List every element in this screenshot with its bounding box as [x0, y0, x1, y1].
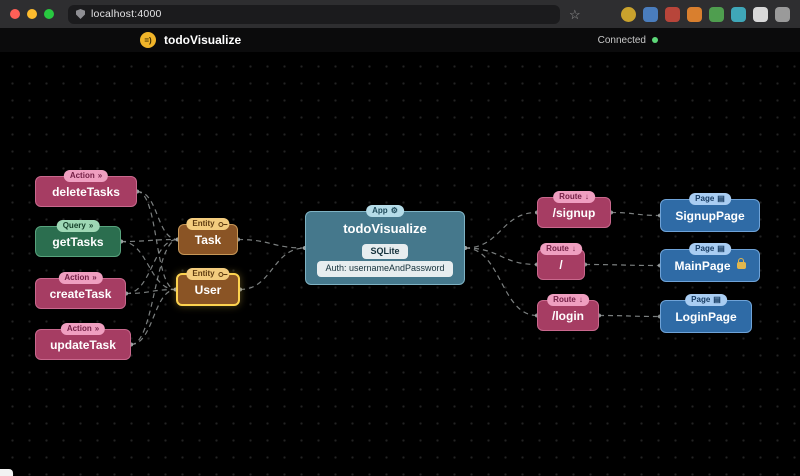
badge-label: Page [695, 194, 715, 203]
app-badge: App ⚙ [366, 205, 404, 218]
key-icon [218, 271, 228, 277]
graph-canvas[interactable]: Action » deleteTasks Query » getTasks Ac… [0, 52, 800, 476]
node-label: MainPage [674, 258, 731, 273]
book-icon: ▤ [717, 244, 725, 254]
lock-icon [736, 258, 746, 269]
badge-label: Action [66, 324, 92, 333]
status-bubble [0, 469, 13, 476]
action-node-deleteTasks[interactable]: Action » deleteTasks [35, 170, 137, 207]
route-badge: Route ↓ [547, 294, 589, 307]
node-label: /login [552, 308, 584, 323]
action-node-updateTask[interactable]: Action » updateTask [35, 323, 131, 360]
arrow-down-icon: ↓ [578, 295, 583, 305]
reading-list-icon[interactable] [753, 6, 768, 22]
extension-icon-yellow[interactable] [621, 6, 636, 22]
side-panel-icon[interactable] [775, 6, 790, 22]
badge-label: Entity [192, 219, 215, 228]
badge-label: Route [553, 295, 576, 304]
node-label: User [194, 282, 222, 297]
site-info-icon[interactable] [76, 9, 85, 19]
app-header: =) todoVisualize Connected [0, 28, 800, 52]
badge-label: Query [62, 221, 86, 230]
entity-node-task[interactable]: Entity Task [178, 218, 238, 255]
route-node-login[interactable]: Route ↓ /login [537, 294, 599, 331]
app-node[interactable]: App ⚙ todoVisualize SQLite Auth: usernam… [305, 205, 465, 285]
page-badge: Page ▤ [689, 193, 731, 206]
extension-icon-orange[interactable] [687, 6, 702, 22]
close-window-button[interactable] [10, 9, 20, 19]
node-label: / [559, 257, 563, 272]
action-badge: Action » [63, 170, 109, 183]
badge-label: Page [691, 295, 711, 304]
page-badge: Page ▤ [685, 294, 727, 307]
route-badge: Route ↓ [540, 243, 582, 256]
entity-badge: Entity [186, 218, 230, 231]
extension-icon-red[interactable] [665, 6, 680, 22]
key-icon [218, 221, 228, 227]
page-node-signup[interactable]: Page ▤ SignupPage [660, 193, 760, 232]
app-node-title: todoVisualize [343, 221, 427, 236]
book-icon: ▤ [713, 295, 721, 305]
address-bar[interactable]: localhost:4000 [68, 4, 560, 24]
action-node-createTask[interactable]: Action » createTask [35, 272, 126, 309]
node-label: createTask [49, 286, 112, 301]
extension-icon-green[interactable] [709, 6, 724, 22]
database-pill: SQLite [362, 244, 408, 260]
book-icon: ▤ [717, 194, 725, 204]
chevrons-right-icon: » [94, 324, 100, 334]
connected-dot-icon [652, 37, 658, 43]
connection-status-label: Connected [597, 34, 646, 46]
extension-icon-teal[interactable] [731, 6, 746, 22]
node-label: LoginPage [675, 309, 737, 324]
query-node-getTasks[interactable]: Query » getTasks [35, 220, 121, 257]
action-badge: Action » [58, 272, 103, 285]
badge-label: Action [64, 273, 90, 282]
extension-icon-blue[interactable] [643, 6, 658, 22]
badge-label: Page [695, 244, 715, 253]
node-label: deleteTasks [52, 184, 120, 199]
node-label: Task [194, 232, 222, 247]
window-controls [10, 9, 54, 19]
browser-chrome: localhost:4000 ☆ [0, 0, 800, 28]
arrow-down-icon: ↓ [571, 244, 576, 254]
gear-icon: ⚙ [390, 206, 398, 216]
arrow-down-icon: ↓ [584, 192, 589, 202]
badge-label: Entity [192, 269, 215, 278]
chevrons-right-icon: » [97, 171, 103, 181]
node-label: getTasks [52, 234, 104, 249]
action-badge: Action » [60, 323, 106, 336]
bookmark-star-icon[interactable]: ☆ [569, 6, 581, 22]
connection-status: Connected [598, 35, 658, 46]
route-badge: Route ↓ [553, 191, 595, 204]
app-title: todoVisualize [164, 33, 242, 47]
badge-label: Action [69, 171, 95, 180]
page-badge: Page ▤ [689, 243, 731, 256]
badge-label: Route [559, 192, 582, 201]
node-label: updateTask [50, 337, 116, 352]
auth-pill: Auth: usernameAndPassword [317, 261, 453, 277]
entity-node-user[interactable]: Entity User [176, 268, 240, 306]
badge-label: Route [546, 244, 569, 253]
query-badge: Query » [56, 220, 100, 233]
node-label: /signup [552, 205, 596, 220]
route-node-root[interactable]: Route ↓ / [537, 243, 585, 280]
chevrons-right-icon: » [92, 273, 97, 283]
badge-label: App [372, 206, 388, 215]
url-text[interactable]: localhost:4000 [91, 8, 162, 20]
route-node-signup[interactable]: Route ↓ /signup [537, 191, 611, 228]
chevrons-right-icon: » [88, 221, 94, 231]
page-node-main[interactable]: Page ▤ MainPage [660, 243, 760, 282]
zoom-window-button[interactable] [44, 9, 54, 19]
node-label: SignupPage [675, 208, 745, 223]
page-node-login[interactable]: Page ▤ LoginPage [660, 294, 752, 333]
minimize-window-button[interactable] [27, 9, 37, 19]
entity-badge: Entity [186, 268, 230, 281]
extension-toolbar [621, 6, 790, 22]
wasp-logo-icon: =) [140, 32, 156, 48]
